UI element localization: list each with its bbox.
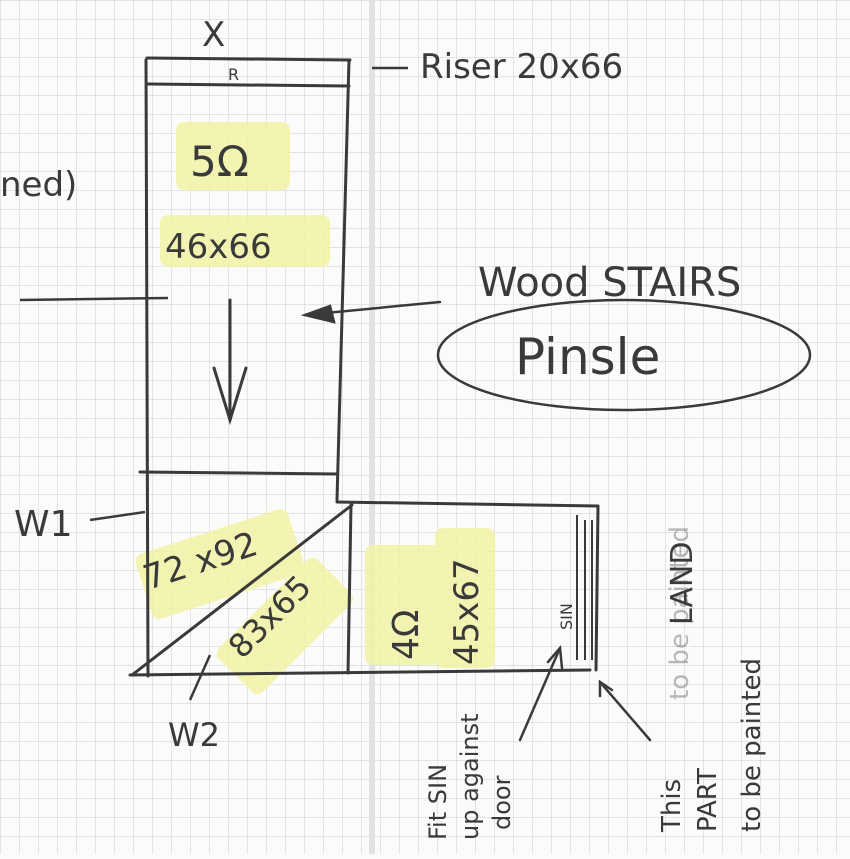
wall-line	[19, 296, 169, 302]
lower-run-end	[594, 504, 600, 672]
margin-text: ned)	[0, 165, 77, 205]
lower-run-count: 4Ω	[386, 610, 427, 660]
bottom-edge	[128, 668, 592, 677]
winder-2-label: W2	[168, 716, 220, 754]
stair-right-edge	[335, 58, 351, 502]
lower-run-size: 45x67	[447, 558, 487, 665]
upper-run-size: 46x66	[165, 227, 272, 267]
stairs-pointer	[300, 300, 442, 324]
winder-1-label: W1	[14, 504, 73, 545]
upper-run-end	[138, 470, 339, 476]
corner-mark: X	[202, 15, 225, 55]
fit-note-line-2: up against	[456, 713, 484, 840]
end-stub-marks	[576, 515, 593, 660]
riser-small-mark: R	[228, 65, 239, 84]
stair-left-edge	[144, 58, 150, 678]
fit-note-line-3: door	[488, 775, 516, 830]
style-oval	[436, 298, 812, 412]
material-label: Wood STAIRS	[478, 260, 741, 306]
paint-note-line-3: to be painted	[737, 658, 767, 832]
riser-line	[146, 82, 351, 88]
w2-leader	[188, 654, 212, 701]
lower-run-top	[335, 500, 600, 508]
riser-label: Riser 20x66	[420, 47, 623, 87]
paint-note-line-1: This	[657, 779, 687, 833]
fit-note-line-1: Fit SIN	[424, 764, 452, 840]
faint-painted-note: to be painted	[665, 526, 695, 700]
winder-diagonal	[130, 503, 354, 677]
winder-divider	[346, 503, 353, 675]
style-label: Pinsle	[515, 328, 660, 386]
w1-leader	[89, 510, 146, 522]
note-arrows	[518, 644, 652, 742]
highlighter-marks	[135, 122, 495, 695]
land-label: LAND	[665, 542, 700, 625]
paint-note-line-2: PART	[693, 768, 723, 832]
down-arrow-icon	[212, 298, 248, 426]
upper-run-count: 5Ω	[190, 137, 249, 186]
stair-outline	[128, 56, 600, 678]
stub-mark: SIN	[557, 603, 576, 630]
top-edge	[145, 56, 352, 62]
